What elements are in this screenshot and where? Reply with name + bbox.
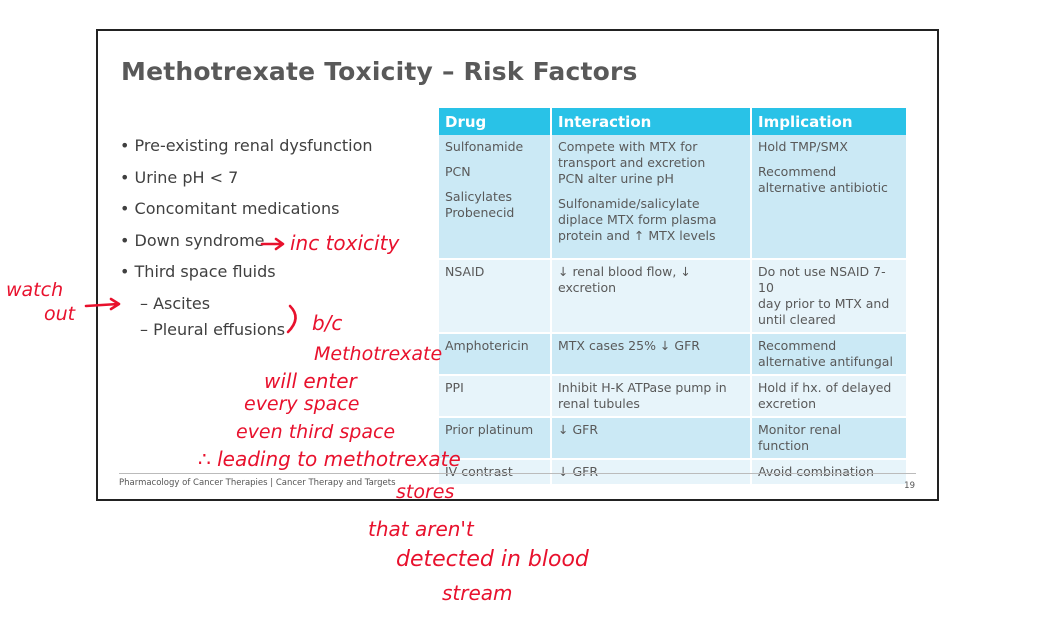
cell-line: PPI <box>445 380 464 395</box>
cell-line: Hold if hx. of delayed <box>758 380 892 395</box>
cell-line: Amphotericin <box>445 338 529 353</box>
page-number: 19 <box>904 481 915 491</box>
cell-line: IV contrast <box>445 464 513 479</box>
sub-bullet-pleural: – Pleural effusions <box>140 319 286 339</box>
cell-line: alternative antibiotic <box>758 180 888 195</box>
cell-line: PCN <box>445 164 471 179</box>
table-row: PPI Inhibit H-K ATPase pump in renal tub… <box>439 375 906 418</box>
cell-line: Hold TMP/SMX <box>758 139 848 154</box>
cell-line: MTX cases 25% ↓ GFR <box>558 338 700 353</box>
ink-out: out <box>44 303 77 325</box>
cell-line: Avoid combination <box>758 464 874 479</box>
cell-line: renal tubules <box>558 396 640 411</box>
risk-factor-list: • Pre-existing renal dysfunction • Urine… <box>120 136 373 346</box>
ink-note-line: detected in blood <box>396 547 590 572</box>
cell-drug: Prior platinum <box>439 417 552 460</box>
cell-interaction: ↓ GFR <box>551 417 752 460</box>
cell-line: diplace MTX form plasma <box>558 212 717 227</box>
cell-drug: PPI <box>439 375 552 418</box>
cell-drug: Sulfonamide PCN Salicylates Probenecid <box>439 135 552 260</box>
cell-line: Recommend <box>758 338 837 353</box>
cell-line: Probenecid <box>445 205 515 220</box>
table-row: Sulfonamide PCN Salicylates Probenecid C… <box>439 135 906 260</box>
cell-implication: Monitor renal function <box>751 417 906 460</box>
header-implication: Implication <box>751 108 906 135</box>
bullet-third-space: • Third space fluids <box>120 262 276 281</box>
cell-drug: NSAID <box>439 259 552 334</box>
cell-line: until cleared <box>758 312 836 327</box>
cell-line: NSAID <box>445 264 485 279</box>
cell-line: protein and ↑ MTX levels <box>558 228 716 243</box>
cell-interaction: ↓ GFR <box>551 459 752 486</box>
cell-line: Do not use NSAID 7-10 <box>758 264 886 295</box>
cell-line: ↓ renal blood flow, ↓ <box>558 264 691 279</box>
ink-watch: watch <box>6 279 63 301</box>
cell-drug: IV contrast <box>439 459 552 486</box>
cell-implication: Do not use NSAID 7-10 day prior to MTX a… <box>751 259 906 334</box>
cell-line: Recommend <box>758 164 837 179</box>
table-row: NSAID ↓ renal blood flow, ↓ excretion Do… <box>439 259 906 334</box>
cell-interaction: Compete with MTX for transport and excre… <box>551 135 752 260</box>
cell-line: day prior to MTX and <box>758 296 890 311</box>
header-drug: Drug <box>439 108 552 135</box>
cell-interaction: MTX cases 25% ↓ GFR <box>551 333 752 376</box>
table-row: Amphotericin MTX cases 25% ↓ GFR Recomme… <box>439 333 906 376</box>
cell-line: PCN alter urine pH <box>558 171 674 186</box>
cell-line: ↓ GFR <box>558 464 599 479</box>
cell-line: Monitor renal <box>758 422 842 437</box>
cell-interaction: ↓ renal blood flow, ↓ excretion <box>551 259 752 334</box>
slide-title: Methotrexate Toxicity – Risk Factors <box>121 57 638 86</box>
cell-line: alternative antifungal <box>758 354 893 369</box>
table-row: Prior platinum ↓ GFR Monitor renal funct… <box>439 417 906 460</box>
slide-footer: Pharmacology of Cancer Therapies | Cance… <box>119 478 396 488</box>
table-header-row: Drug Interaction Implication <box>439 108 906 135</box>
cell-implication: Hold if hx. of delayed excretion <box>751 375 906 418</box>
cell-line: excretion <box>558 280 617 295</box>
table-row: IV contrast ↓ GFR Avoid combination <box>439 459 906 486</box>
ink-note-line: that aren't <box>368 517 475 541</box>
cell-interaction: Inhibit H-K ATPase pump in renal tubules <box>551 375 752 418</box>
bullet-medications: • Concomitant medications <box>120 199 340 218</box>
cell-line: Sulfonamide <box>445 139 524 154</box>
ink-note-line: stream <box>442 581 513 605</box>
cell-line: Salicylates <box>445 189 513 204</box>
slide: Methotrexate Toxicity – Risk Factors • P… <box>96 29 939 501</box>
footer-divider <box>119 473 916 474</box>
cell-line: Sulfonamide/salicylate <box>558 196 700 211</box>
cell-line: Compete with MTX for <box>558 139 698 154</box>
bullet-down-syndrome: • Down syndrome <box>120 230 265 250</box>
header-interaction: Interaction <box>551 108 752 135</box>
cell-line: excretion <box>758 396 817 411</box>
cell-line: ↓ GFR <box>558 422 599 437</box>
cell-drug: Amphotericin <box>439 333 552 376</box>
cell-line: transport and excretion <box>558 155 706 170</box>
cell-line: Prior platinum <box>445 422 534 437</box>
bullet-urine-ph: • Urine pH < 7 <box>120 167 239 187</box>
cell-line: Inhibit H-K ATPase pump in <box>558 380 727 395</box>
cell-implication: Recommend alternative antifungal <box>751 333 906 376</box>
cell-implication: Avoid combination <box>751 459 906 486</box>
cell-line: function <box>758 438 810 453</box>
bullet-renal: • Pre-existing renal dysfunction <box>120 136 373 155</box>
cell-implication: Hold TMP/SMX Recommend alternative antib… <box>751 135 906 260</box>
drug-interaction-table: Drug Interaction Implication Sulfonamide… <box>439 108 906 486</box>
sub-bullet-ascites: – Ascites <box>140 293 211 313</box>
